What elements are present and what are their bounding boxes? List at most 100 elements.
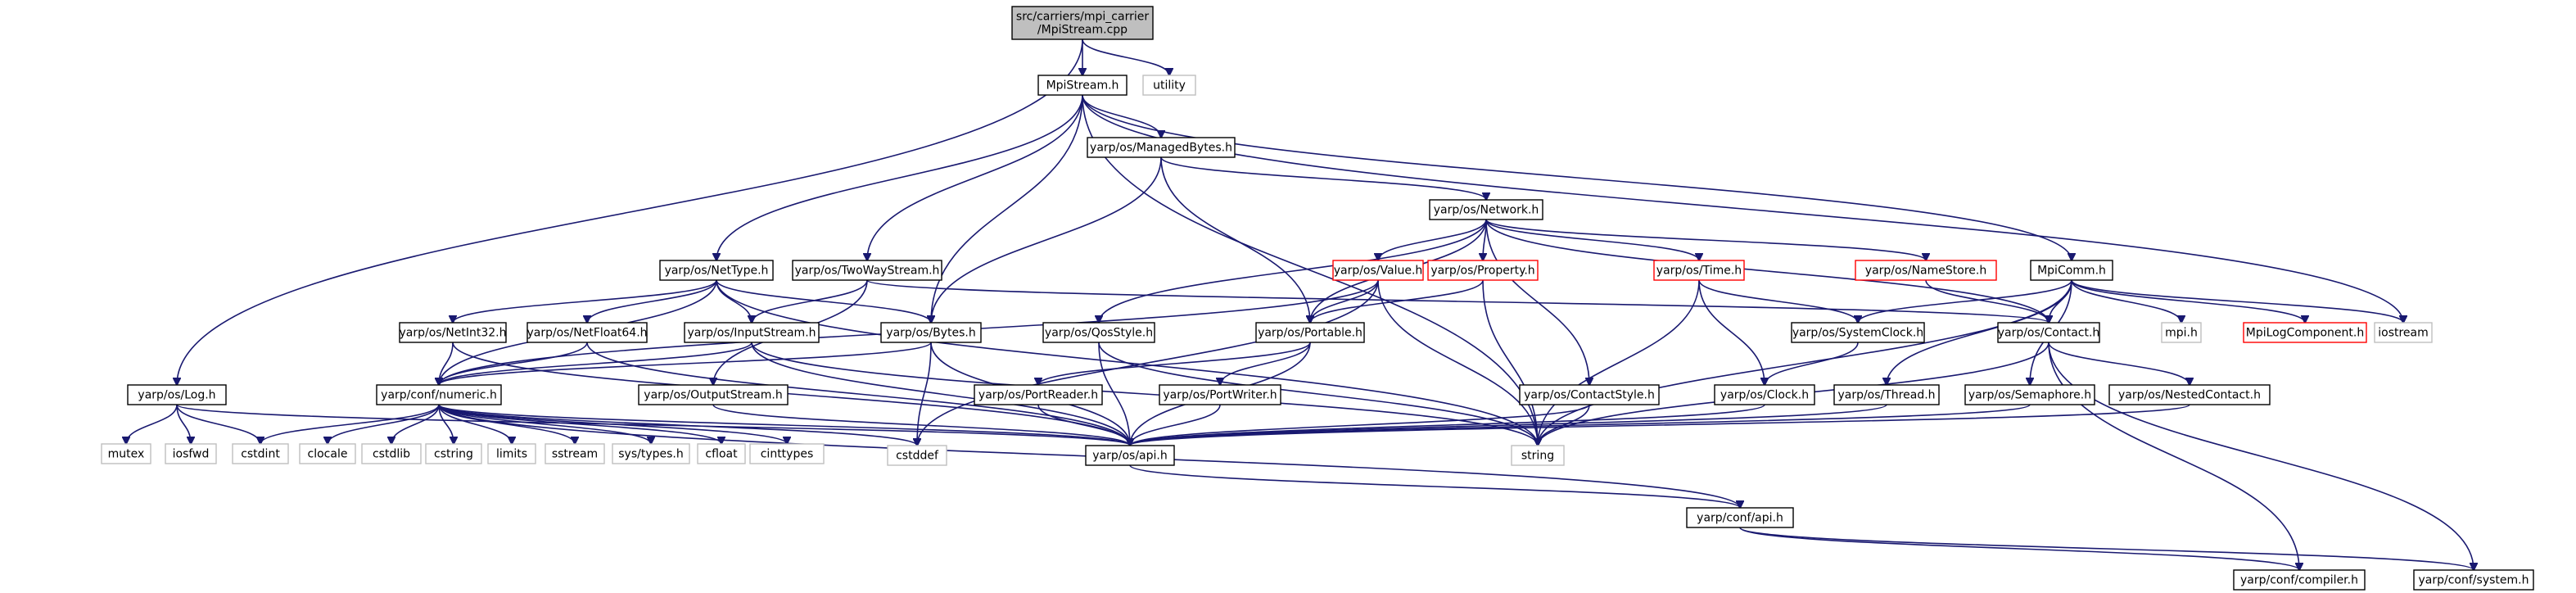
node-system[interactable]: yarp/conf/system.h — [2413, 569, 2534, 591]
node-numeric[interactable]: yarp/conf/numeric.h — [376, 384, 502, 405]
node-contactstyle[interactable]: yarp/os/ContactStyle.h — [1519, 384, 1660, 405]
node-box-limits — [487, 443, 536, 464]
node-namestore[interactable]: yarp/os/NameStore.h — [1855, 260, 1997, 281]
node-label-contact: yarp/os/Contact.h — [1998, 327, 2100, 340]
node-box-inputstream — [684, 322, 820, 343]
node-box-portreader — [974, 384, 1103, 405]
node-portreader[interactable]: yarp/os/PortReader.h — [974, 384, 1103, 405]
edge-numeric-to-cfloat — [438, 404, 721, 444]
edge-managedbytes-to-portable — [1160, 156, 1310, 323]
node-network[interactable]: yarp/os/Network.h — [1429, 199, 1543, 220]
edge-outputstream-to-apih — [712, 404, 1130, 446]
node-box-portable — [1255, 322, 1365, 343]
node-apih[interactable]: yarp/os/api.h — [1085, 445, 1175, 466]
node-mpistream[interactable]: MpiStream.h — [1037, 75, 1128, 96]
edge-bytes-to-cstddef — [917, 342, 932, 446]
node-box-netfloat64 — [526, 322, 648, 343]
node-label-cstring: cstring — [434, 448, 473, 461]
edge-inputstream-to-apih — [751, 342, 1130, 446]
edge-nettype-to-netfloat64 — [587, 279, 717, 323]
node-box-numeric — [376, 384, 502, 405]
node-box-clock — [1714, 384, 1815, 405]
node-mpilog[interactable]: MpiLogComponent.h — [2243, 322, 2367, 343]
node-label-value: yarp/os/Value.h — [1334, 265, 1423, 278]
node-label-twowaystream: yarp/os/TwoWayStream.h — [795, 265, 940, 278]
edge-time-to-string — [1538, 279, 1700, 446]
node-box-nettype — [659, 260, 774, 281]
node-box-namestore — [1855, 260, 1997, 281]
node-semaphore[interactable]: yarp/os/Semaphore.h — [1964, 384, 2095, 405]
node-label-managedbytes: yarp/os/ManagedBytes.h — [1090, 142, 1232, 155]
node-label-numeric: yarp/conf/numeric.h — [381, 389, 497, 402]
node-qosstyle[interactable]: yarp/os/QosStyle.h — [1042, 322, 1155, 343]
node-property[interactable]: yarp/os/Property.h — [1427, 260, 1539, 281]
node-box-property — [1427, 260, 1539, 281]
node-clock[interactable]: yarp/os/Clock.h — [1714, 384, 1815, 405]
node-cstdlib: cstdlib — [361, 443, 422, 464]
node-label-root: src/carriers/mpi_carrier — [1016, 11, 1149, 24]
edge-apih-to-confapi — [1129, 464, 1740, 508]
node-box-twowaystream — [792, 260, 942, 281]
node-portable[interactable]: yarp/os/Portable.h — [1255, 322, 1365, 343]
node-box-network — [1429, 199, 1543, 220]
edge-network-to-time — [1485, 219, 1699, 260]
node-label-confapi: yarp/conf/api.h — [1697, 512, 1783, 525]
node-twowaystream[interactable]: yarp/os/TwoWayStream.h — [792, 260, 942, 281]
node-box-confapi — [1686, 507, 1794, 528]
node-compiler[interactable]: yarp/conf/compiler.h — [2233, 569, 2366, 591]
node-label-utility: utility — [1153, 79, 1186, 93]
node-contact[interactable]: yarp/os/Contact.h — [1997, 322, 2100, 343]
node-mpicomm[interactable]: MpiComm.h — [2030, 260, 2113, 281]
node-label-root: /MpiStream.cpp — [1037, 24, 1128, 37]
edge-contact-to-compiler — [2048, 342, 2299, 570]
node-log[interactable]: yarp/os/Log.h — [127, 384, 227, 405]
node-label-bytes: yarp/os/Bytes.h — [886, 327, 975, 340]
edge-managedbytes-to-network — [1160, 156, 1486, 200]
edge-nestedcontact-to-apih — [1130, 404, 2190, 446]
node-confapi[interactable]: yarp/conf/api.h — [1686, 507, 1794, 528]
edge-log-to-cstdint — [176, 404, 260, 444]
node-root[interactable]: src/carriers/mpi_carrier/MpiStream.cpp — [1011, 6, 1154, 40]
node-label-netfloat64: yarp/os/NetFloat64.h — [526, 327, 647, 340]
node-nestedcontact[interactable]: yarp/os/NestedContact.h — [2108, 384, 2271, 405]
node-outputstream[interactable]: yarp/os/OutputStream.h — [638, 384, 789, 405]
node-nettype[interactable]: yarp/os/NetType.h — [659, 260, 774, 281]
node-systemclock[interactable]: yarp/os/SystemClock.h — [1791, 322, 1925, 343]
node-label-portreader: yarp/os/PortReader.h — [978, 389, 1098, 402]
node-thread[interactable]: yarp/os/Thread.h — [1833, 384, 1940, 405]
node-value[interactable]: yarp/os/Value.h — [1332, 260, 1424, 281]
node-label-sstream: sstream — [552, 448, 598, 461]
edge-nettype-to-netint32 — [453, 279, 717, 323]
node-time[interactable]: yarp/os/Time.h — [1653, 260, 1745, 281]
node-box-apih — [1085, 445, 1175, 466]
node-label-cfloat: cfloat — [705, 448, 738, 461]
edge-thread-to-apih — [1130, 404, 1887, 446]
node-label-portable: yarp/os/Portable.h — [1258, 327, 1363, 340]
edge-nettype-to-inputstream — [716, 279, 752, 323]
node-cfloat: cfloat — [697, 443, 746, 464]
edge-network-to-contact — [1485, 219, 2049, 323]
node-box-string — [1511, 445, 1565, 466]
node-box-sstream — [545, 443, 605, 464]
edge-value-to-portable — [1310, 279, 1379, 323]
node-label-limits: limits — [496, 448, 527, 461]
node-box-log — [127, 384, 227, 405]
node-managedbytes[interactable]: yarp/os/ManagedBytes.h — [1087, 137, 1236, 158]
edge-numeric-to-systypes — [438, 404, 651, 444]
node-bytes[interactable]: yarp/os/Bytes.h — [880, 322, 982, 343]
node-netfloat64[interactable]: yarp/os/NetFloat64.h — [526, 322, 648, 343]
node-label-mpicomm: MpiComm.h — [2037, 265, 2106, 278]
node-label-network: yarp/os/Network.h — [1434, 204, 1539, 217]
node-box-cfloat — [697, 443, 746, 464]
node-inputstream[interactable]: yarp/os/InputStream.h — [684, 322, 820, 343]
edge-managedbytes-to-bytes — [931, 156, 1162, 323]
edge-network-to-namestore — [1485, 219, 1926, 260]
node-label-cstdlib: cstdlib — [373, 448, 410, 461]
node-netint32[interactable]: yarp/os/NetInt32.h — [399, 322, 507, 343]
edge-mpistream-to-bytes — [931, 94, 1083, 323]
node-cstddef: cstddef — [887, 445, 947, 466]
node-portwriter[interactable]: yarp/os/PortWriter.h — [1159, 384, 1281, 405]
node-label-semaphore: yarp/os/Semaphore.h — [1968, 389, 2091, 402]
node-box-cstring — [425, 443, 482, 464]
node-box-compiler — [2233, 569, 2366, 591]
